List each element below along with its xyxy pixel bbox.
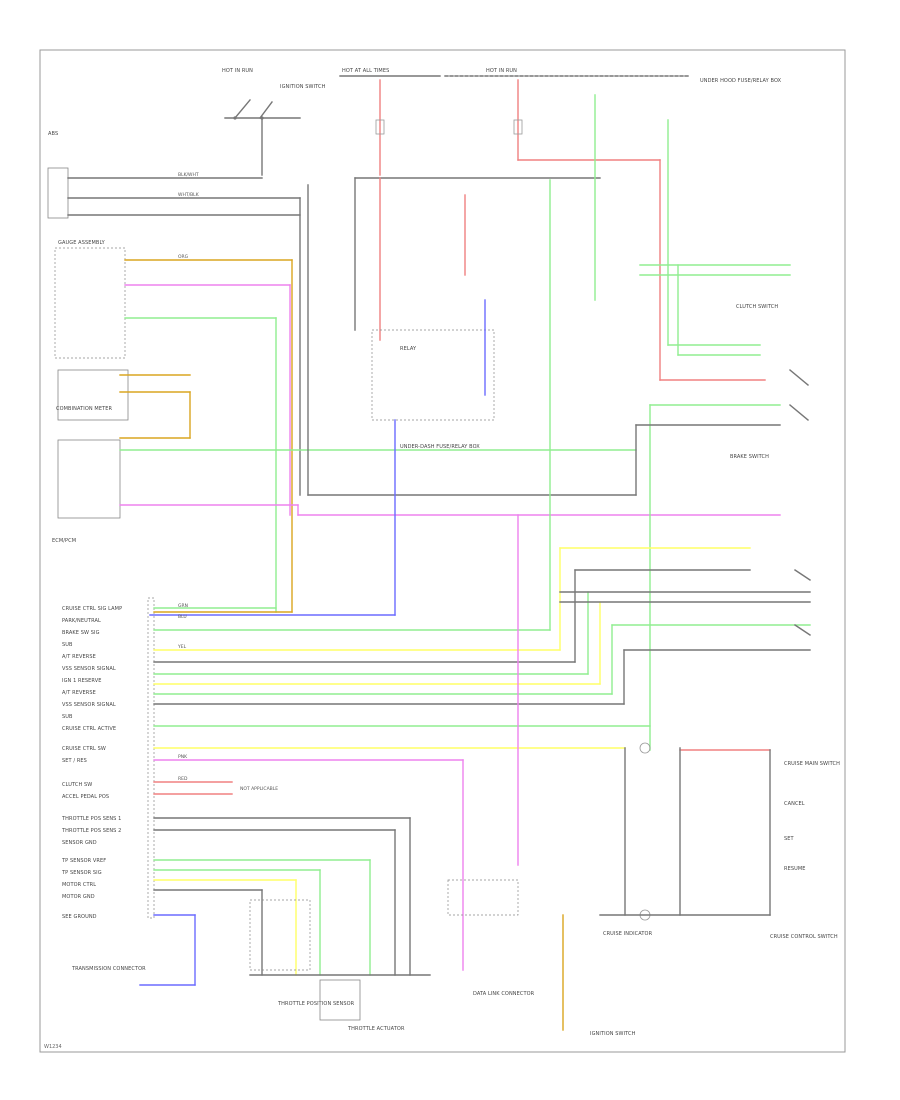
ecm-pin-label: TP SENSOR SIG — [61, 870, 102, 876]
ecm-pin-label: SET / RES — [62, 758, 87, 764]
label-hot-at-all-times: HOT AT ALL TIMES — [342, 68, 389, 74]
label-cruise-control-switch: CRUISE CONTROL SWITCH — [770, 934, 838, 940]
label-data-link: DATA LINK CONNECTOR — [473, 991, 535, 997]
tag-wht-blk: WHT/BLK — [178, 192, 200, 198]
label-ecm-pcm: ECM/PCM — [52, 538, 76, 544]
label-set: SET — [784, 836, 795, 842]
label-hot-in-run-right: HOT IN RUN — [486, 68, 517, 74]
label-cancel: CANCEL — [784, 801, 805, 807]
label-ignition-switch-bottom: IGNITION SWITCH — [590, 1031, 636, 1037]
tag-yel: YEL — [177, 644, 187, 650]
component-left-box-1 — [47, 167, 69, 219]
label-under-dash-fuse: UNDER-DASH FUSE/RELAY BOX — [400, 444, 480, 450]
component-data-link — [447, 879, 519, 916]
ecm-pin-labels: CRUISE CTRL SIG LAMP PARK/NEUTRAL BRAKE … — [61, 606, 122, 920]
label-combination-meter: COMBINATION METER — [56, 406, 112, 412]
diagram-frame — [39, 49, 846, 1053]
ignition-switch-symbol — [224, 99, 301, 176]
label-brake-switch: BRAKE SWITCH — [730, 454, 769, 460]
ecm-pin-label: CRUISE CTRL SW — [62, 746, 106, 752]
cruise-indicator-bulb — [639, 742, 651, 754]
ecm-pin-label: SUB — [62, 714, 73, 720]
corner-code: W1234 — [44, 1044, 62, 1050]
label-throttle-actuator: THROTTLE ACTUATOR — [347, 1026, 405, 1032]
label-relay: RELAY — [400, 346, 417, 352]
ecm-pin-label: MOTOR GND — [62, 894, 95, 900]
label-ignition-switch: IGNITION SWITCH — [280, 84, 326, 90]
ecm-pin-label: MOTOR CTRL — [62, 882, 96, 888]
label-ecm-note: NOT APPLICABLE — [240, 786, 278, 792]
ecm-pin-label: SENSOR GND — [62, 840, 97, 846]
ecm-pin-label: ACCEL PEDAL POS — [62, 794, 109, 800]
component-gauge-assembly — [54, 247, 126, 359]
fuse-2 — [513, 119, 523, 135]
ecm-pin-label: PARK/NEUTRAL — [62, 618, 101, 624]
ecm-pin-label: IGN 1 RESERVE — [62, 678, 102, 684]
label-throttle-position: THROTTLE POSITION SENSOR — [277, 1001, 355, 1007]
label-gauge-assembly: GAUGE ASSEMBLY — [58, 240, 106, 246]
ecm-pin-label: BRAKE SW SIG — [62, 630, 100, 636]
ecm-pin-label: SEE GROUND — [62, 914, 97, 920]
component-ecm-pcm — [147, 597, 155, 919]
ecm-pin-label: SUB — [62, 642, 73, 648]
component-left-connector — [57, 439, 121, 519]
ecm-pin-label: THROTTLE POS SENS 1 — [61, 816, 121, 822]
fuse-1 — [375, 119, 385, 135]
tag-pnk: PNK — [178, 754, 188, 760]
ecm-pin-label: TP SENSOR VREF — [61, 858, 106, 864]
tag-grn: GRN — [178, 603, 188, 609]
right-switch-symbols — [789, 369, 811, 636]
label-fuse-box: UNDER HOOD FUSE/RELAY BOX — [700, 78, 782, 84]
label-resume: RESUME — [784, 866, 806, 872]
component-relay — [371, 329, 495, 421]
label-left-box-1: ABS — [48, 131, 58, 137]
component-combination-meter — [57, 369, 129, 421]
label-cruise-main: CRUISE MAIN SWITCH — [784, 761, 840, 767]
ecm-pin-label: CLUTCH SW — [62, 782, 92, 788]
label-transmission-connector: TRANSMISSION CONNECTOR — [71, 966, 146, 972]
tag-org: ORG — [178, 254, 189, 260]
tag-red: RED — [178, 776, 188, 782]
ecm-pin-label: VSS SENSOR SIGNAL — [62, 702, 116, 708]
label-cruise-indicator: CRUISE INDICATOR — [603, 931, 653, 937]
tag-blu: BLU — [178, 614, 187, 620]
ecm-pin-label: A/T REVERSE — [62, 654, 96, 660]
label-clutch-switch: CLUTCH SWITCH — [736, 304, 778, 310]
component-throttle-actuator — [319, 979, 361, 1021]
tag-blk-wht: BLK/WHT — [178, 172, 199, 178]
ecm-pin-label: THROTTLE POS SENS 2 — [61, 828, 121, 834]
component-throttle-position — [249, 899, 311, 971]
ecm-pin-label: CRUISE CTRL ACTIVE — [62, 726, 116, 732]
ecm-pin-label: CRUISE CTRL SIG LAMP — [62, 606, 122, 612]
ecm-pin-label: A/T REVERSE — [62, 690, 96, 696]
ecm-pin-label: VSS SENSOR SIGNAL — [62, 666, 116, 672]
label-hot-in-run-left: HOT IN RUN — [222, 68, 253, 74]
